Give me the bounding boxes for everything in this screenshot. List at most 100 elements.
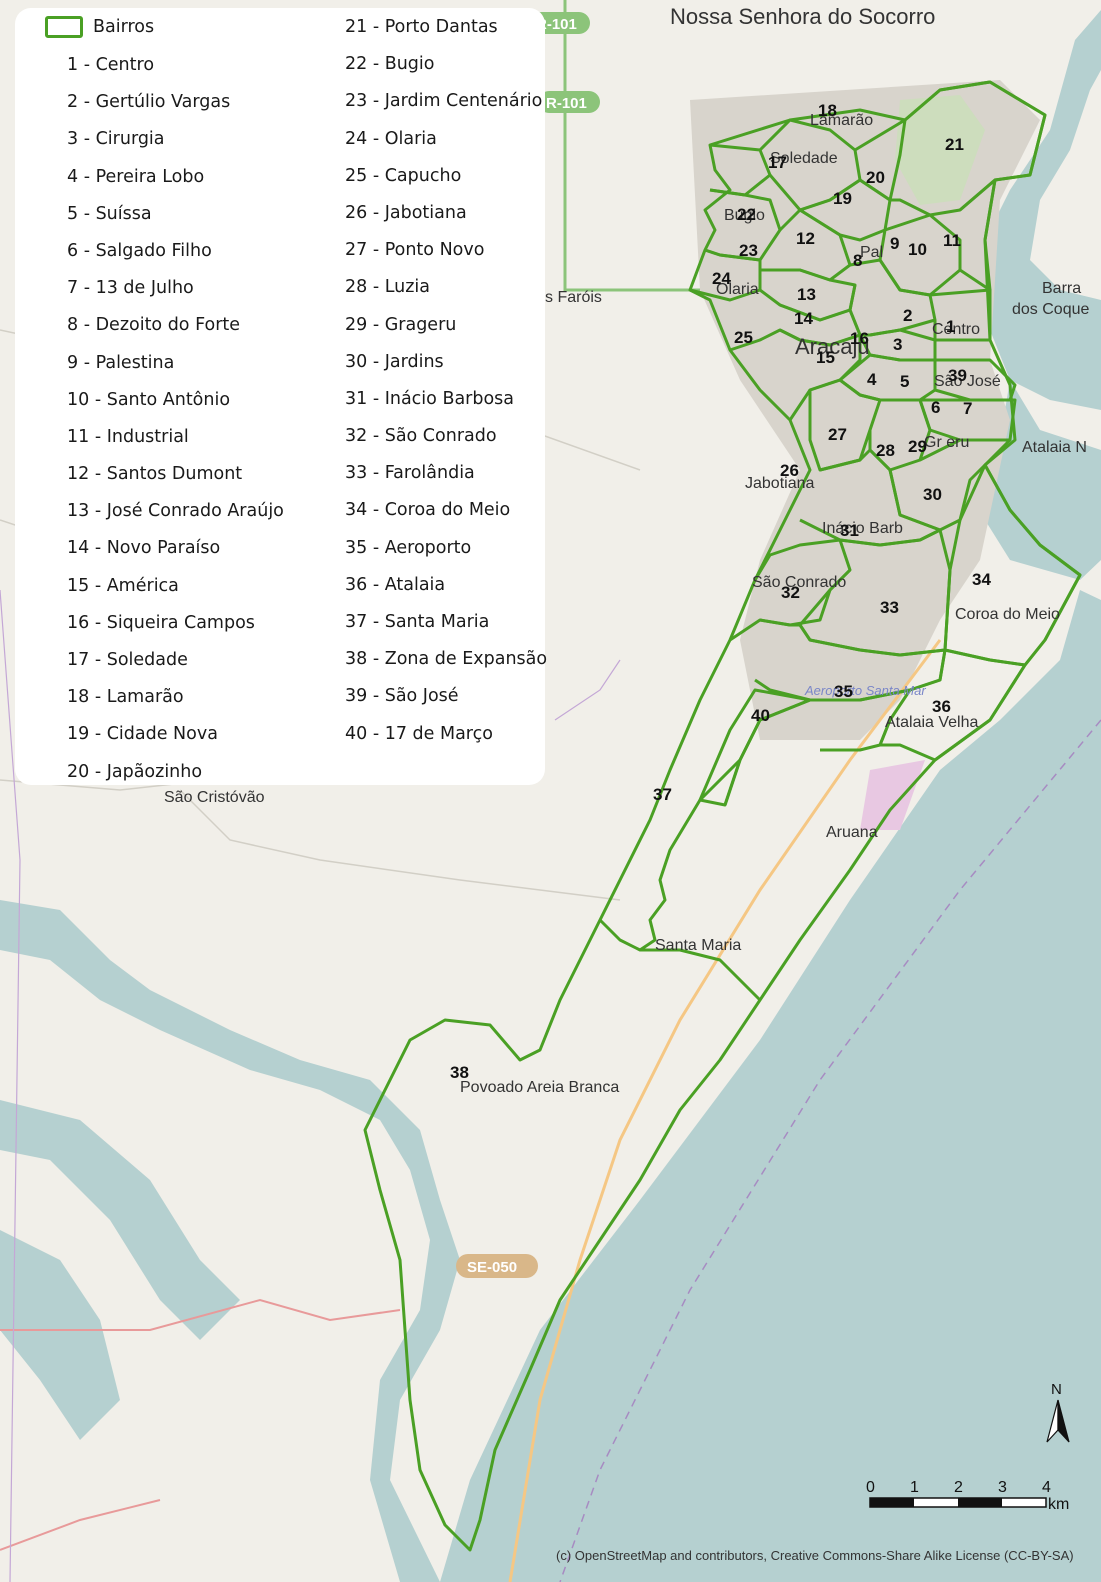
neighborhood-number-29: 29 xyxy=(908,437,927,456)
neighborhood-number-23: 23 xyxy=(739,241,758,260)
scale-tick-0: 0 xyxy=(866,1479,875,1496)
neighborhood-number-1: 1 xyxy=(946,317,955,336)
neighborhood-number-19: 19 xyxy=(833,189,852,208)
boundary-21 xyxy=(890,80,1047,217)
north-label: N xyxy=(1051,1381,1062,1398)
legend-item: 4 - Pereira Lobo xyxy=(67,166,205,187)
place-atalaia-velha: Atalaia Velha xyxy=(885,714,979,731)
urban-area xyxy=(690,80,1040,740)
admin-line-2 xyxy=(554,659,621,721)
place-bugio: Bugio xyxy=(724,207,765,224)
legend-item: 18 - Lamarão xyxy=(67,687,184,708)
river-sergipe xyxy=(985,10,1101,410)
road-shields: R-101 R-101 SE-050 xyxy=(456,12,600,1278)
legend-item: 19 - Cidade Nova xyxy=(67,724,218,745)
neighborhood-number-24: 24 xyxy=(712,269,731,288)
boundary-37-north xyxy=(723,688,912,806)
neighborhood-number-5: 5 xyxy=(900,372,909,391)
legend-item: 10 - Santo Antônio xyxy=(67,389,231,410)
neighborhood-number-38: 38 xyxy=(450,1063,469,1082)
green-area xyxy=(895,95,985,205)
neighborhood-number-25: 25 xyxy=(734,328,753,347)
neighborhood-number-10: 10 xyxy=(908,240,927,259)
boundary-37-south xyxy=(640,948,762,1002)
neighborhood-number-30: 30 xyxy=(923,485,942,504)
legend-item: 34 - Coroa do Meio xyxy=(345,500,511,521)
scale-unit: km xyxy=(1048,1496,1069,1513)
neighborhood-number-18: 18 xyxy=(818,101,837,120)
river-vaza-barris xyxy=(0,900,460,1582)
north-arrow-right xyxy=(1057,1399,1070,1443)
legend-item: 13 - José Conrado Araújo xyxy=(67,501,284,522)
boundary-19 xyxy=(799,178,892,242)
neighborhood-number-26: 26 xyxy=(780,461,799,480)
legend-item: 11 - Industrial xyxy=(67,426,189,447)
legend-boundary-swatch xyxy=(45,16,83,38)
legend-item: 36 - Atalaia xyxy=(345,574,446,595)
legend-item: 35 - Aeroporto xyxy=(345,537,472,558)
scale-tick-2: 2 xyxy=(954,1479,963,1496)
legend-item: 2 - Gertúlio Vargas xyxy=(67,92,231,113)
legend-item: 3 - Cirurgia xyxy=(67,129,165,150)
highway-pink xyxy=(0,1298,401,1331)
admin-line xyxy=(0,589,21,1582)
legend-item: 26 - Jabotiana xyxy=(345,202,467,223)
place-barra: Barra xyxy=(1042,280,1081,297)
legend-title: Bairros xyxy=(93,17,155,37)
neighborhood-number-2: 2 xyxy=(903,306,912,325)
br101-shield-b xyxy=(538,91,600,113)
place-santa-maria: Santa Maria xyxy=(655,937,741,954)
place-nossa-senhora: Nossa Senhora do Socorro xyxy=(670,4,935,29)
highway-pink-2 xyxy=(0,1499,161,1551)
place-inacio: Inácio Barb xyxy=(822,520,903,537)
legend-item: 17 - Soledade xyxy=(67,650,188,670)
neighborhood-number-22: 22 xyxy=(737,205,756,224)
neighborhood-number-28: 28 xyxy=(876,441,895,460)
boundary-24 xyxy=(689,248,762,302)
neighborhood-number-9: 9 xyxy=(890,234,899,253)
br101-label-b: R-101 xyxy=(546,95,587,112)
place-soledade: Soledade xyxy=(770,150,838,167)
boundary-8-2 xyxy=(848,258,937,337)
neighborhood-number-6: 6 xyxy=(931,398,940,417)
legend-item: 31 - Inácio Barbosa xyxy=(345,388,515,409)
neighborhood-number-7: 7 xyxy=(963,399,972,418)
scale-tick-4: 4 xyxy=(1042,1479,1051,1496)
sea xyxy=(440,590,1101,1582)
legend-item: 25 - Capucho xyxy=(345,165,462,186)
legend-item: 6 - Salgado Filho xyxy=(67,240,212,261)
place-farois: s Faróis xyxy=(545,289,602,306)
place-lamarao: Lamarão xyxy=(810,112,873,129)
place-sao-cristovao: São Cristóvão xyxy=(164,789,265,806)
neighborhood-number-27: 27 xyxy=(828,425,847,444)
legend-item: 1 - Centro xyxy=(67,55,155,75)
neighborhood-number-12: 12 xyxy=(796,229,815,248)
se050-shield xyxy=(456,1254,538,1278)
north-arrow-left xyxy=(1046,1399,1059,1443)
place-aeroporto: Aeroporto Santa Mar xyxy=(804,683,926,698)
neighborhood-number-14: 14 xyxy=(794,309,813,328)
pink-area xyxy=(860,760,925,830)
place-sao-conrado: São Conrado xyxy=(752,574,846,591)
minor-road-2 xyxy=(179,789,621,901)
place-aracaju: Aracaju xyxy=(795,334,870,359)
neighborhood-number-13: 13 xyxy=(797,285,816,304)
neighborhood-boundaries xyxy=(363,80,1082,1552)
boundary-11 xyxy=(959,178,997,292)
legend-item: 27 - Ponto Novo xyxy=(345,240,485,261)
north-arrow-icon: N xyxy=(1046,1381,1070,1443)
neighborhood-number-31: 31 xyxy=(840,521,859,540)
legend-item: 22 - Bugio xyxy=(345,54,435,75)
legend-item: 37 - Santa Maria xyxy=(345,612,490,632)
legend-column-1: 1 - Centro 2 - Gertúlio Vargas 3 - Cirurgi… xyxy=(67,52,284,796)
neighborhood-number-32: 32 xyxy=(781,583,800,602)
legend-item: 28 - Luzia xyxy=(345,277,431,298)
br101-label-a: R-101 xyxy=(536,16,577,33)
legend-item: 15 - América xyxy=(67,575,179,596)
neighborhood-number-36: 36 xyxy=(932,697,951,716)
place-sao-jose: São José xyxy=(934,373,1001,390)
